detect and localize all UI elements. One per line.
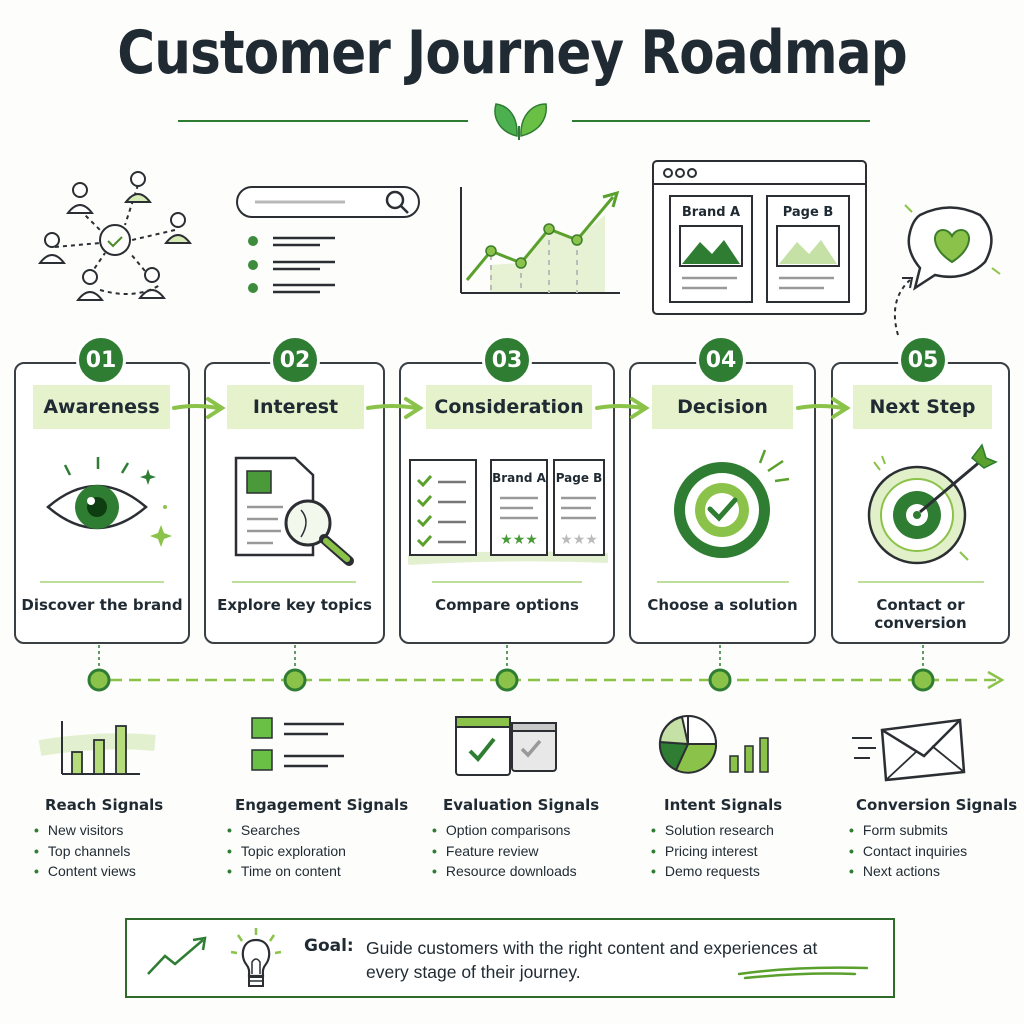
signal-list: Option comparisons Feature review Resour… xyxy=(432,820,577,882)
list-item: Feature review xyxy=(432,841,577,862)
list-item: Searches xyxy=(227,820,346,841)
option-a-label: Brand A xyxy=(492,471,546,485)
stage-caption: Compare options xyxy=(435,596,579,614)
stage-caption: Choose a solution xyxy=(647,596,798,614)
list-item: New visitors xyxy=(34,820,136,841)
stage-number-badge: 05 xyxy=(898,335,948,385)
rating-stars: ★★★ xyxy=(560,532,598,548)
signal-title: Reach Signals xyxy=(45,796,164,814)
list-item: Option comparisons xyxy=(432,820,577,841)
signal-list: Solution research Pricing interest Demo … xyxy=(651,820,774,882)
audience-network-icon xyxy=(37,171,193,301)
page-title: Customer Journey Roadmap xyxy=(117,18,907,88)
search-results-icon xyxy=(236,186,420,294)
evaluation-check-icon xyxy=(455,716,557,776)
envelope-icon xyxy=(852,718,966,782)
signal-title: Conversion Signals xyxy=(856,796,1018,814)
signal-title: Intent Signals xyxy=(664,796,783,814)
timeline-node xyxy=(911,668,935,692)
list-item: Top channels xyxy=(34,841,136,862)
comparison-checklist-icon: ★★★ ★★★ xyxy=(407,459,609,565)
growth-chart-icon xyxy=(460,187,620,294)
arrow-right-icon xyxy=(595,397,650,419)
target-check-icon xyxy=(674,449,790,558)
stage-number-badge: 01 xyxy=(76,335,126,385)
signal-title: Engagement Signals xyxy=(235,796,409,814)
list-item: Resource downloads xyxy=(432,861,577,882)
timeline-node xyxy=(495,668,519,692)
list-item: Solution research xyxy=(651,820,774,841)
feedback-heart-icon xyxy=(894,204,1001,336)
list-icon xyxy=(251,717,344,771)
goal-text: Guide customers with the right content a… xyxy=(366,938,818,982)
browser-comparison-icon xyxy=(652,160,867,315)
list-item: Pricing interest xyxy=(651,841,774,862)
stage-name: Next Step xyxy=(853,385,992,429)
stage-arrows xyxy=(172,397,851,419)
list-item: Content views xyxy=(34,861,136,882)
target-arrow-icon xyxy=(867,443,998,565)
pie-chart-icon xyxy=(658,714,769,774)
stage-number-badge: 04 xyxy=(696,335,746,385)
list-item: Time on content xyxy=(227,861,346,882)
stage-name: Decision xyxy=(652,385,793,429)
list-item: Demo requests xyxy=(651,861,774,882)
title-divider xyxy=(178,103,870,140)
signal-title: Evaluation Signals xyxy=(443,796,600,814)
stage-number-badge: 02 xyxy=(270,335,320,385)
caption-separators xyxy=(40,581,984,583)
arrow-right-icon xyxy=(366,397,424,419)
timeline-node xyxy=(708,668,732,692)
bar-chart-icon xyxy=(38,721,156,775)
trend-arrow-icon xyxy=(147,936,207,975)
timeline xyxy=(87,645,1005,692)
goal-underline xyxy=(737,966,869,980)
list-item: Form submits xyxy=(849,820,967,841)
list-item: Contact inquiries xyxy=(849,841,967,862)
stage-caption: Discover the brand xyxy=(21,596,183,614)
search-icon xyxy=(385,190,409,214)
stage-name: Consideration xyxy=(426,385,592,429)
arrow-right-icon xyxy=(172,397,226,419)
browser-option-a-label: Brand A xyxy=(681,205,741,220)
stage-name: Interest xyxy=(227,385,364,429)
signal-list: Form submits Contact inquiries Next acti… xyxy=(849,820,967,882)
timeline-node xyxy=(87,668,111,692)
timeline-node xyxy=(283,668,307,692)
signal-list: Searches Topic exploration Time on conte… xyxy=(227,820,346,882)
stage-number-badge: 03 xyxy=(482,335,532,385)
arrow-right-icon xyxy=(796,397,851,419)
goal-label: Goal: xyxy=(304,936,354,956)
leaf-icon xyxy=(494,103,547,140)
lightbulb-icon xyxy=(230,928,282,987)
eye-icon xyxy=(46,457,172,547)
document-search-icon xyxy=(234,456,354,566)
stage-name: Awareness xyxy=(33,385,170,429)
list-item: Topic exploration xyxy=(227,841,346,862)
rating-stars: ★★★ xyxy=(500,532,538,548)
signal-list: New visitors Top channels Content views xyxy=(34,820,136,882)
list-item: Next actions xyxy=(849,861,967,882)
option-b-label: Page B xyxy=(555,471,603,485)
stage-caption: Contact or conversion xyxy=(874,596,967,632)
stage-caption: Explore key topics xyxy=(217,596,372,614)
browser-option-b-label: Page B xyxy=(782,205,834,220)
